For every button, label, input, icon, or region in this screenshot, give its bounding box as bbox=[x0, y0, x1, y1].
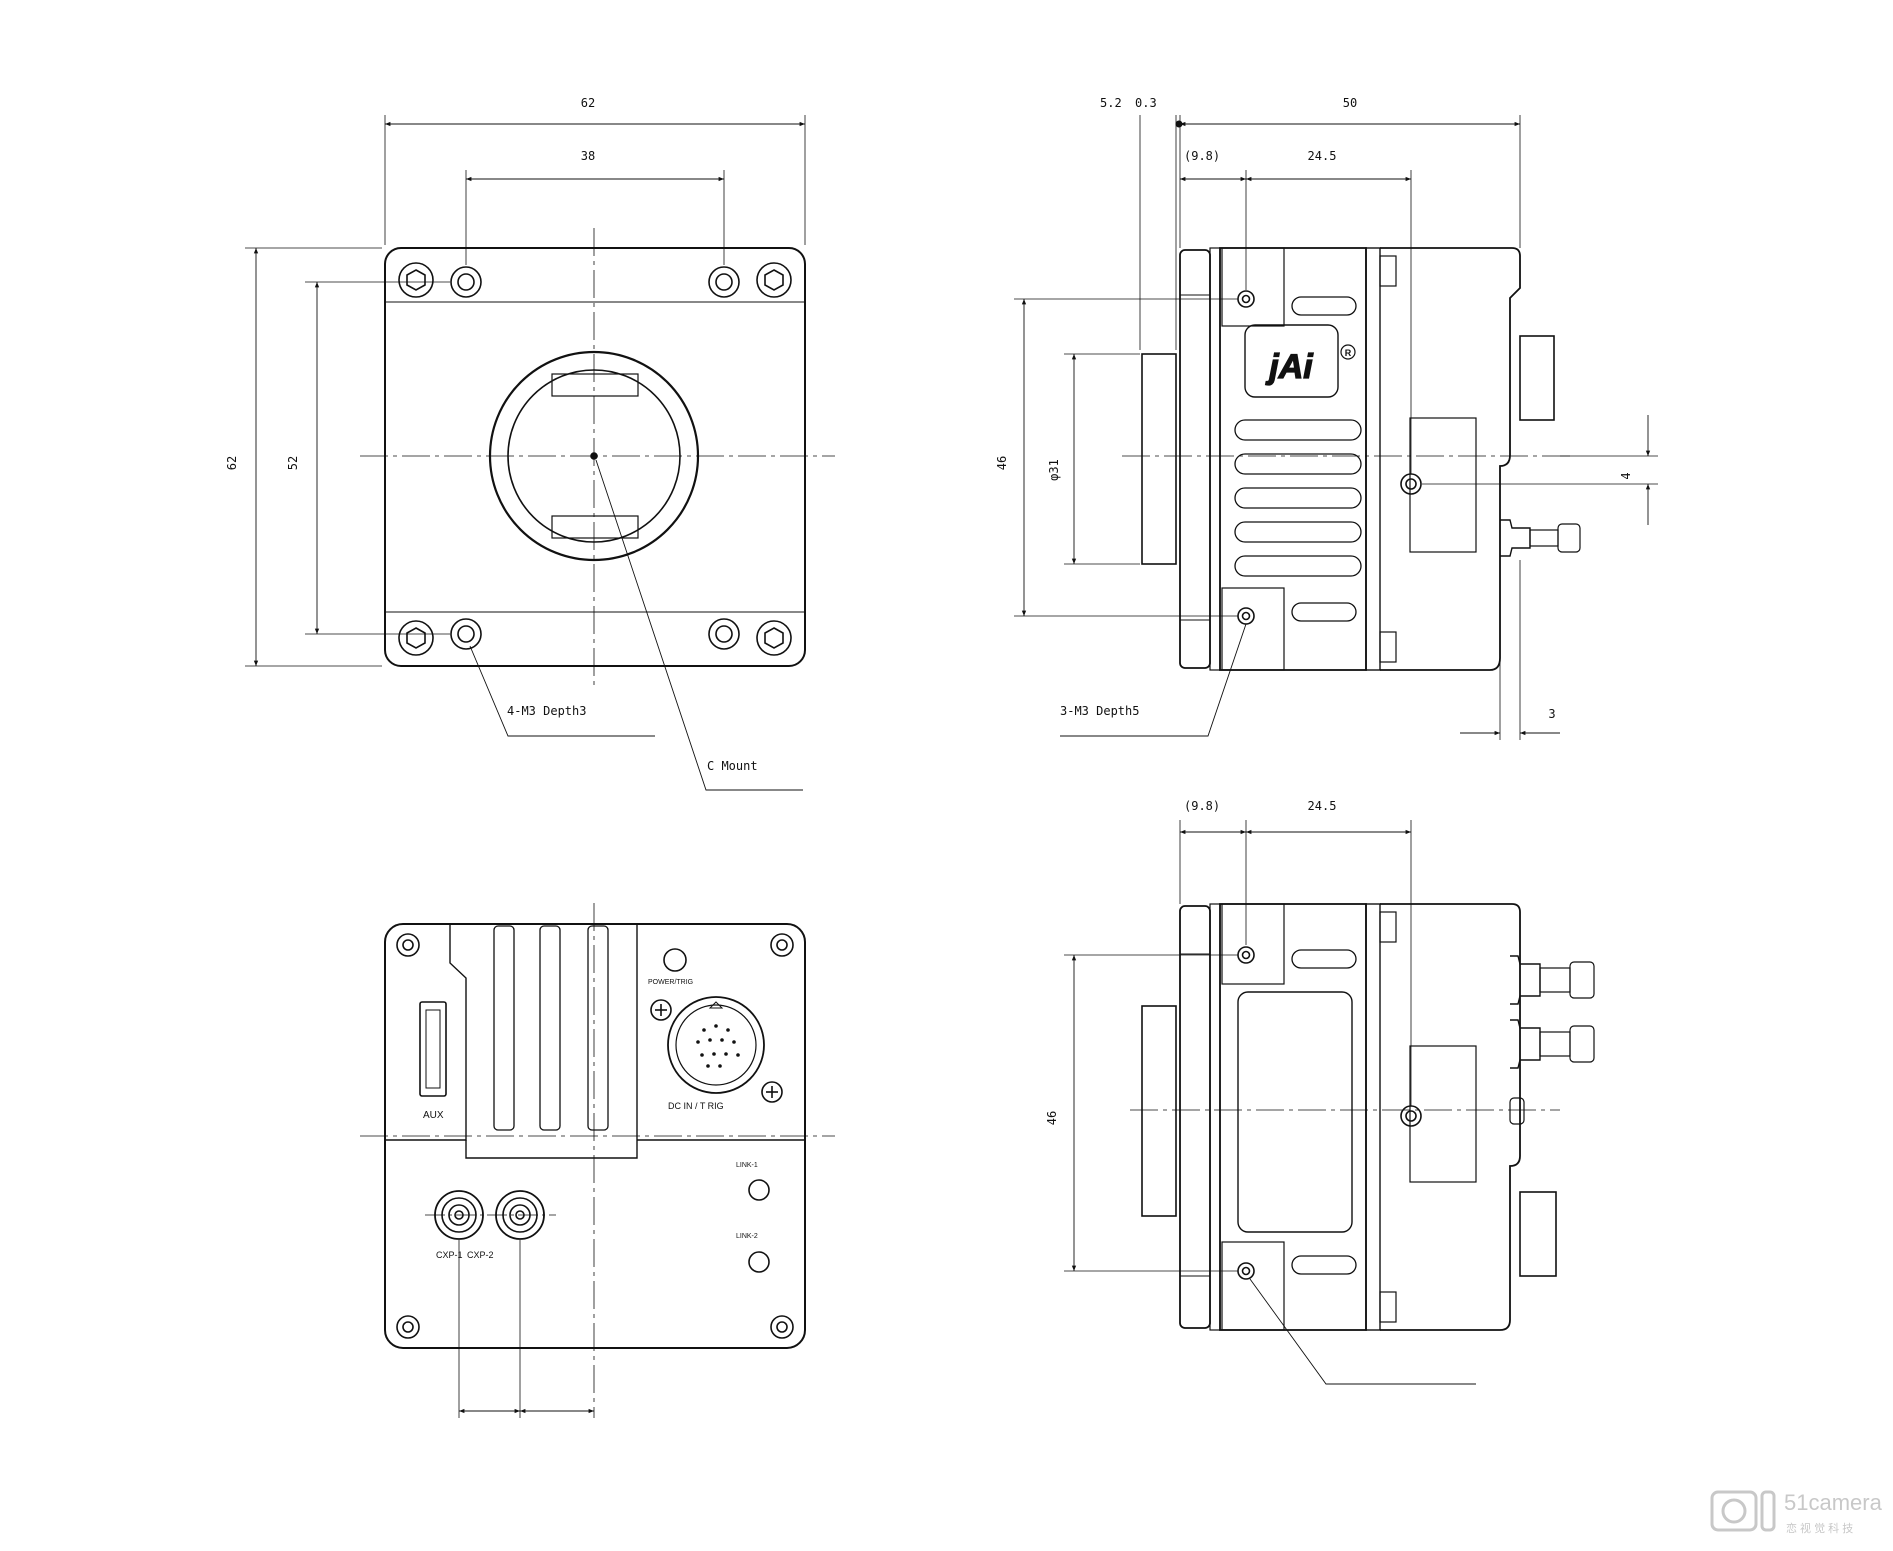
side-callout-holes: 3-M3 Depth5 bbox=[1060, 704, 1139, 718]
bottom-view bbox=[1064, 820, 1595, 1385]
front-dim-hole-vertical: 52 bbox=[286, 456, 300, 470]
front-threaded-hole bbox=[450, 618, 482, 650]
side-dimension-labels: 5.2 0.3 50 (9.8) 24.5 46 φ31 4 3 3-M3 De… bbox=[995, 96, 1633, 721]
side-dim-hole: 24.5 bbox=[1308, 149, 1337, 163]
registered-icon bbox=[1340, 344, 1356, 360]
link-1-label: LINK-1 bbox=[736, 1162, 758, 1169]
watermark: 51camera 恋 视 觉 科 技 bbox=[1710, 1490, 1883, 1535]
dc-connector-pins bbox=[696, 1024, 740, 1068]
side-dim-connector: 3 bbox=[1548, 707, 1555, 721]
front-dim-width: 62 bbox=[581, 96, 595, 110]
front-dimension-labels: 62 38 62 52 4-M3 Depth3 C Mount bbox=[225, 96, 758, 773]
link-1-led bbox=[748, 1179, 770, 1201]
front-hex-bolt bbox=[756, 262, 792, 298]
dc-in-connector bbox=[667, 996, 765, 1094]
front-callout-mount: C Mount bbox=[707, 759, 758, 773]
camera-logo-icon bbox=[1710, 1490, 1776, 1532]
bottom-dimension-labels: (9.8) 24.5 46 bbox=[1045, 799, 1336, 1125]
rear-screw bbox=[396, 1315, 420, 1339]
bottom-dim-ref: (9.8) bbox=[1184, 799, 1220, 813]
bottom-dim-height: 46 bbox=[1045, 1111, 1059, 1125]
side-dim-height: 46 bbox=[995, 456, 1009, 470]
side-dim-ref: (9.8) bbox=[1184, 149, 1220, 163]
dc-in-label: DC IN / T RIG bbox=[668, 1101, 724, 1111]
front-view bbox=[245, 115, 835, 791]
svg-text:jAi: jAi bbox=[1265, 348, 1314, 386]
front-threaded-hole bbox=[450, 266, 482, 298]
jai-logo: jAi R bbox=[1265, 344, 1356, 387]
front-hex-bolt bbox=[398, 262, 434, 298]
cxp-2-label: CXP-2 bbox=[467, 1250, 494, 1260]
power-trig-label: POWER/TRIG bbox=[648, 979, 693, 986]
cxp-1-label: CXP-1 bbox=[436, 1250, 463, 1260]
side-view bbox=[1014, 115, 1658, 740]
front-threaded-hole bbox=[708, 266, 740, 298]
front-dim-hole-spacing: 38 bbox=[581, 149, 595, 163]
watermark-brand: 51camera bbox=[1784, 1490, 1883, 1515]
side-datum-point bbox=[1175, 120, 1183, 128]
side-dim-offset: 4 bbox=[1619, 472, 1633, 479]
side-dim-diameter: φ31 bbox=[1047, 459, 1061, 481]
registered-icon-glyph: R bbox=[1345, 348, 1352, 358]
rear-screw bbox=[770, 1315, 794, 1339]
power-trig-led bbox=[663, 948, 687, 972]
front-hex-bolt bbox=[398, 620, 434, 656]
rear-labels: AUX POWER/TRIG DC IN / T RIG LINK-1 LINK… bbox=[423, 979, 758, 1260]
side-dim-a: 5.2 bbox=[1100, 96, 1122, 110]
front-hex-bolt bbox=[756, 620, 792, 656]
rear-screw bbox=[770, 933, 794, 957]
link-2-led bbox=[748, 1251, 770, 1273]
rear-screw bbox=[396, 933, 420, 957]
side-dim-length: 50 bbox=[1343, 96, 1357, 110]
watermark-tagline: 恋 视 觉 科 技 bbox=[1786, 1521, 1853, 1535]
front-dim-height: 62 bbox=[225, 456, 239, 470]
side-dim-b: 0.3 bbox=[1135, 96, 1157, 110]
front-threaded-hole bbox=[708, 618, 740, 650]
aux-label: AUX bbox=[423, 1110, 444, 1121]
link-2-label: LINK-2 bbox=[736, 1233, 758, 1240]
bottom-dim-hole: 24.5 bbox=[1308, 799, 1337, 813]
rear-view bbox=[360, 903, 835, 1418]
front-callout-holes: 4-M3 Depth3 bbox=[507, 704, 586, 718]
